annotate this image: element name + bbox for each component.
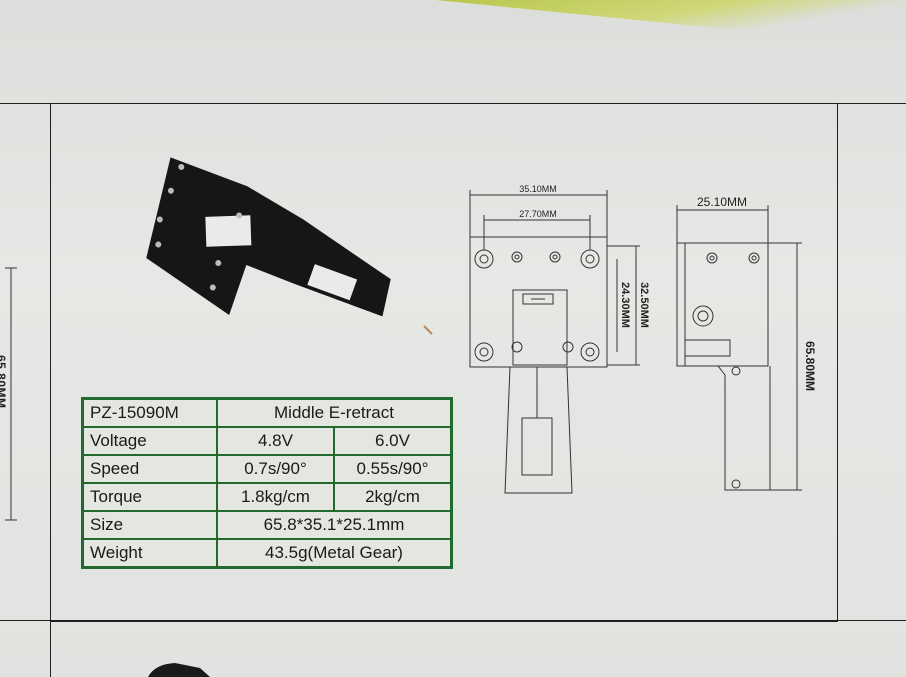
side-width-label: 25.10MM bbox=[697, 195, 747, 209]
torque-low-cell: 1.8kg/cm bbox=[216, 482, 335, 512]
side-height-label: 65.80MM bbox=[803, 341, 817, 391]
voltage-low-cell: 4.8V bbox=[216, 426, 335, 456]
speed-label-cell: Speed bbox=[81, 454, 218, 484]
next-product-photo bbox=[148, 663, 210, 677]
product-frame bbox=[50, 103, 838, 622]
spec-table: PZ-15090M Middle E-retract Voltage 4.8V … bbox=[81, 397, 453, 569]
voltage-label-cell: Voltage bbox=[81, 426, 218, 456]
table-row: Weight 43.5g(Metal Gear) bbox=[81, 538, 453, 569]
table-row: Torque 1.8kg/cm 2kg/cm bbox=[81, 482, 453, 512]
weight-value-cell: 43.5g(Metal Gear) bbox=[216, 538, 453, 569]
speed-low-cell: 0.7s/90° bbox=[216, 454, 335, 484]
torque-high-cell: 2kg/cm bbox=[333, 482, 453, 512]
speed-high-cell: 0.55s/90° bbox=[333, 454, 453, 484]
table-row: Size 65.8*35.1*25.1mm bbox=[81, 510, 453, 540]
product-photo bbox=[146, 157, 391, 317]
front-height-outer-label: 32.50MM bbox=[638, 282, 650, 328]
front-width-outer-label: 35.10MM bbox=[519, 184, 557, 194]
front-height-inner-label: 24.30MM bbox=[619, 282, 631, 328]
size-value-cell: 65.8*35.1*25.1mm bbox=[216, 510, 453, 540]
voltage-high-cell: 6.0V bbox=[333, 426, 453, 456]
side-view bbox=[676, 205, 802, 491]
front-width-inner-label: 27.70MM bbox=[519, 209, 557, 219]
bottom-rule bbox=[0, 620, 906, 621]
table-row: Voltage 4.8V 6.0V bbox=[81, 426, 453, 456]
front-view bbox=[469, 190, 640, 494]
size-label-cell: Size bbox=[81, 510, 218, 540]
weight-label-cell: Weight bbox=[81, 538, 218, 569]
paper-mark bbox=[423, 325, 433, 335]
left-dimension-line bbox=[5, 267, 17, 521]
table-row: PZ-15090M Middle E-retract bbox=[81, 397, 453, 428]
torque-label-cell: Torque bbox=[81, 482, 218, 512]
model-description-cell: Middle E-retract bbox=[216, 397, 453, 428]
model-cell: PZ-15090M bbox=[81, 397, 218, 428]
table-row: Speed 0.7s/90° 0.55s/90° bbox=[81, 454, 453, 484]
